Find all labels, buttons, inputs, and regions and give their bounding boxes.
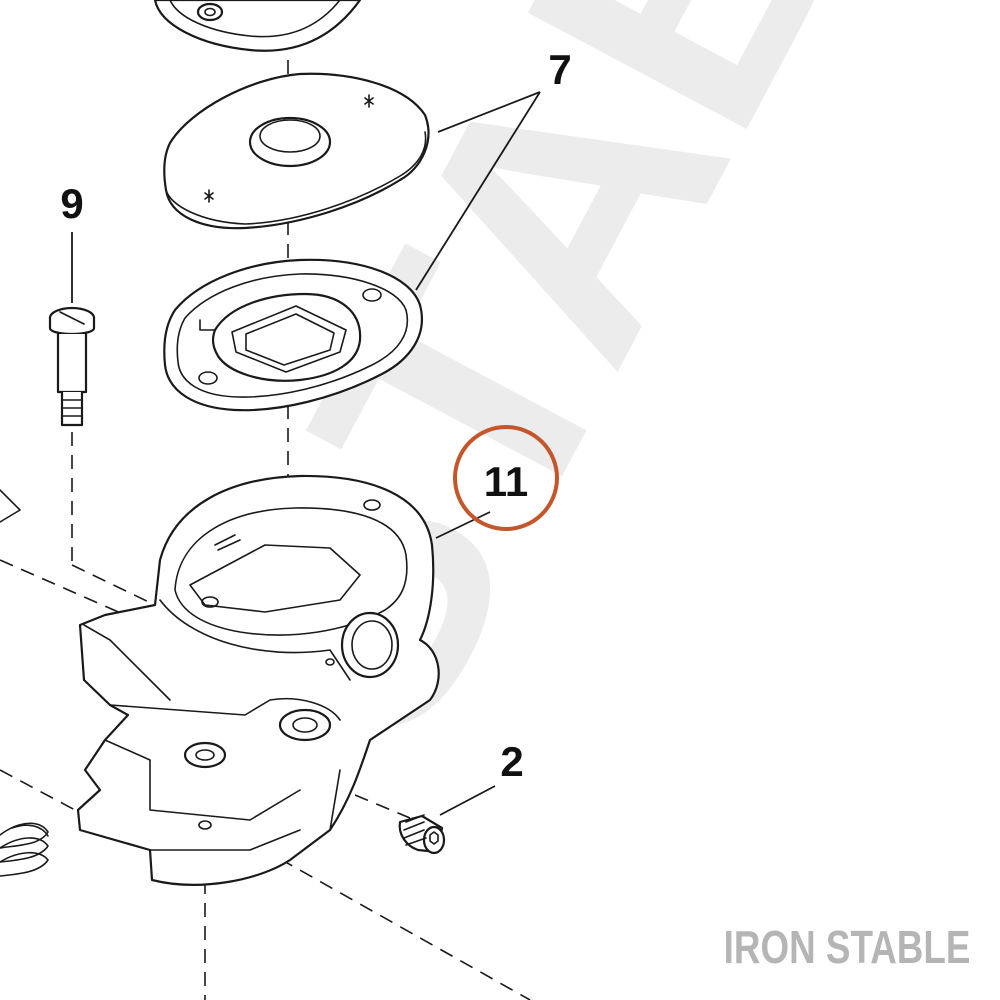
rubber-gasket [163, 258, 423, 412]
brand-watermark: IRON STABLE [723, 921, 970, 973]
partial-part-outline [0, 489, 21, 523]
callout-7: 7 [548, 46, 571, 93]
master-cylinder-housing [76, 474, 440, 886]
callout-2: 2 [500, 738, 523, 785]
callout-11-highlight-ring [453, 425, 559, 531]
set-screw [398, 814, 446, 855]
leader-lines [71, 91, 541, 816]
reservoir-cover [153, 0, 362, 52]
callout-11: 11 [484, 458, 528, 505]
diaphragm-plate [163, 72, 430, 230]
pivot-pin [48, 306, 96, 427]
callout-9: 9 [60, 180, 83, 227]
spring [0, 822, 49, 877]
